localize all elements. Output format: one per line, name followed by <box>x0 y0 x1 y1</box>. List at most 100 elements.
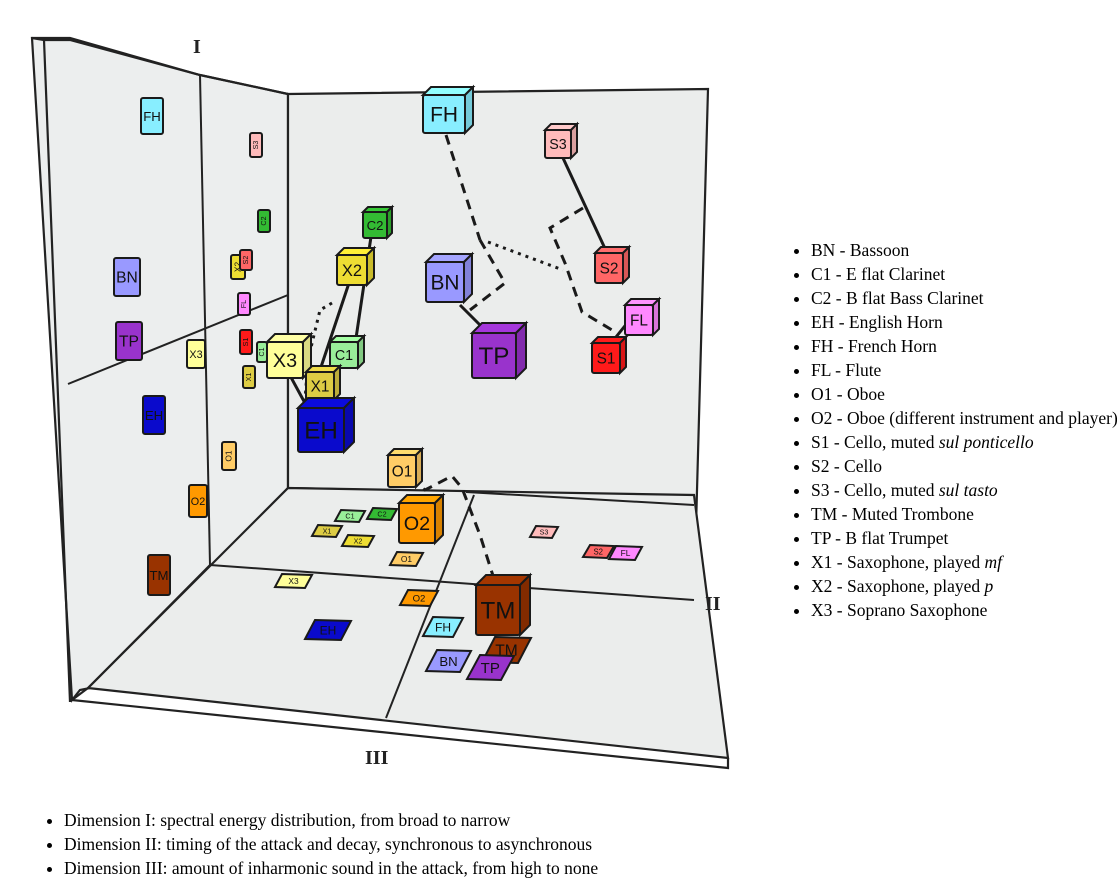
box-face <box>465 653 516 682</box>
box-label-c2: C2 <box>367 218 384 233</box>
box-label-x1: X1 <box>244 373 253 382</box>
instrument-box-fh-tile: FH <box>140 97 164 135</box>
axis-label-dim3: III <box>365 747 389 769</box>
box-face <box>365 506 399 522</box>
s3-s1-dashed-link <box>548 206 613 332</box>
box-label-eh: EH <box>145 408 163 423</box>
instrument-box-x3-cube: X3 <box>264 331 314 381</box>
box-label-c1: C1 <box>345 512 354 521</box>
instrument-box-tp-floor: TP <box>465 653 516 682</box>
legend-item: S1 - Cello, muted sul ponticello <box>811 430 1117 454</box>
box-face <box>387 454 417 488</box>
box-label-eh: EH <box>304 418 338 445</box>
legend-item: X1 - Saxophone, played mf <box>811 550 1117 574</box>
instrument-box-c2-cube: C2 <box>360 204 395 241</box>
instrument-box-s2-cube: S2 <box>592 244 632 286</box>
instrument-box-o2-floor: O2 <box>398 588 440 608</box>
cube-side-face <box>366 245 375 288</box>
instrument-box-eh-floor: EH <box>303 618 353 642</box>
x2-x1-link <box>318 279 352 371</box>
box-face <box>186 339 206 369</box>
box-face <box>422 94 466 134</box>
instrument-box-c1-cube: C1 <box>327 333 367 371</box>
instrument-box-s2-floor: S2 <box>581 543 616 560</box>
box-label-s3: S3 <box>251 141 260 150</box>
box-label-fh: FH <box>143 109 161 124</box>
box-face <box>581 543 616 560</box>
box-face <box>237 292 251 316</box>
box-face <box>239 249 253 271</box>
axis-label-dim2: II <box>705 593 721 615</box>
box-label-x1: X1 <box>323 527 332 536</box>
instrument-box-tp-cube: TP <box>469 320 529 381</box>
box-label-fl: FL <box>621 548 631 558</box>
instrument-box-x3-tile: X3 <box>186 339 206 369</box>
box-face <box>340 533 376 549</box>
box-label-o2: O2 <box>404 513 430 535</box>
instrument-legend: BN - Bassoon C1 - E flat Clarinet C2 - B… <box>793 238 1117 622</box>
box-face <box>256 341 268 363</box>
instrument-box-o2-cube: O2 <box>396 492 446 546</box>
instrument-box-bn-tile: BN <box>113 257 141 297</box>
box-face <box>544 129 572 159</box>
box-face <box>242 365 256 389</box>
box-label-s1: S1 <box>241 338 250 347</box>
instrument-box-o1-tile: O1 <box>221 441 237 471</box>
instrument-box-fl-cube: FL <box>622 296 662 338</box>
box-face <box>388 550 425 568</box>
box-label-s3: S3 <box>549 137 567 153</box>
box-label-o1: O1 <box>401 554 413 564</box>
instrument-box-c1-floor: C1 <box>333 508 367 524</box>
box-label-fl: FL <box>630 313 648 330</box>
box-label-tm: TM <box>149 568 168 583</box>
cube-side-face <box>464 84 474 136</box>
legend-item: C2 - B flat Bass Clarinet <box>811 286 1117 310</box>
box-label-o1: O1 <box>224 450 234 462</box>
legend-item: X3 - Soprano Saxophone <box>811 598 1117 622</box>
instrument-box-x2-floor: X2 <box>340 533 376 549</box>
dimension-item: Dimension I: spectral energy distributio… <box>64 808 784 832</box>
box-face <box>607 544 644 562</box>
box-label-x1: X1 <box>311 379 330 396</box>
box-label-x2: X2 <box>233 262 243 273</box>
instrument-box-fh-floor: FH <box>421 615 465 639</box>
box-label-x3: X3 <box>288 576 299 586</box>
box-face <box>421 615 465 639</box>
box-label-tm: TM <box>481 598 516 625</box>
box-label-fh: FH <box>430 104 458 127</box>
instrument-box-eh-cube: EH <box>295 395 357 455</box>
instrument-box-tm-cube: TM <box>473 572 533 638</box>
box-face <box>398 502 436 544</box>
box-face <box>398 588 440 608</box>
box-label-s3: S3 <box>540 528 549 537</box>
legend-item: O2 - Oboe (different instrument and play… <box>811 406 1117 430</box>
box-label-c1: C1 <box>259 347 266 356</box>
box-face <box>142 395 166 435</box>
instrument-box-fl-tile: FL <box>237 292 251 316</box>
fh-dashed-link <box>444 134 482 241</box>
instrument-box-c2-tile: C2 <box>257 209 271 233</box>
legend-item: S3 - Cello, muted sul tasto <box>811 478 1117 502</box>
box-label-fh: FH <box>435 620 451 634</box>
instrument-box-x3-floor: X3 <box>273 572 314 590</box>
box-face <box>273 572 314 590</box>
legend-item: FH - French Horn <box>811 334 1117 358</box>
cube-side-face <box>515 320 527 381</box>
box-label-o2: O2 <box>191 496 205 508</box>
box-label-tp: TP <box>479 343 510 370</box>
box-label-bn: BN <box>116 270 138 287</box>
box-label-c2: C2 <box>259 216 268 225</box>
box-face <box>336 254 368 286</box>
box-face <box>115 321 143 361</box>
box-face <box>249 132 263 158</box>
box-label-x2: X2 <box>342 262 362 280</box>
box-face <box>221 441 237 471</box>
box-label-s2: S2 <box>241 256 250 265</box>
instrument-box-x2-cube: X2 <box>334 245 377 288</box>
box-face <box>475 584 521 636</box>
instrument-box-c1-tile: C1 <box>256 341 268 363</box>
box-face <box>310 523 344 539</box>
box-face <box>362 211 388 239</box>
box-face <box>303 618 353 642</box>
